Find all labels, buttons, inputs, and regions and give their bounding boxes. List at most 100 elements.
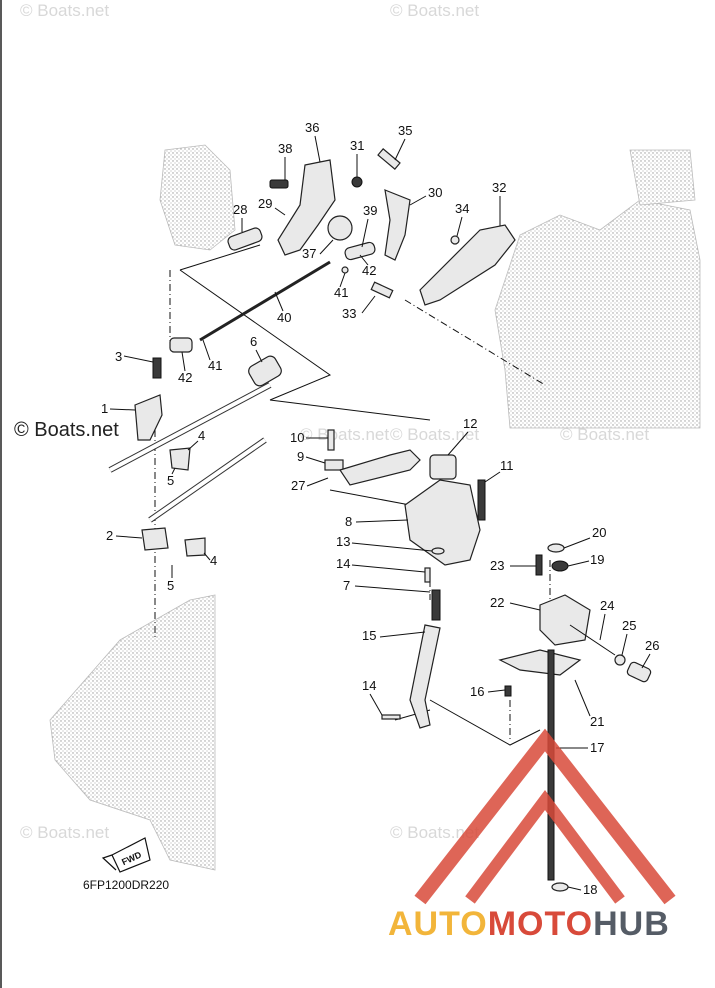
bushing-28 [227, 227, 263, 251]
oring-18 [551, 882, 569, 892]
cables [108, 260, 331, 523]
callout: 38 [278, 141, 292, 156]
parts [134, 148, 652, 892]
bracket-36 [277, 159, 336, 256]
bracket-9 [324, 459, 344, 471]
watermark: © Boats.net [560, 425, 649, 444]
callout: 30 [428, 185, 442, 200]
callout: 31 [350, 138, 364, 153]
shaft-17 [547, 649, 555, 881]
callout: 26 [645, 638, 659, 653]
harness-27 [339, 449, 421, 486]
cap-12 [429, 454, 457, 480]
callout: 21 [590, 714, 604, 729]
callout: 23 [490, 558, 504, 573]
spring-25 [614, 654, 626, 666]
pin-16 [504, 685, 512, 697]
washer-34 [450, 235, 460, 245]
callout: 20 [592, 525, 606, 540]
shift-rod-15 [409, 624, 441, 729]
nut-31 [351, 176, 363, 188]
washer-20 [547, 543, 565, 553]
bolt-38 [269, 179, 289, 189]
bolt-10 [327, 429, 335, 451]
washer-13 [431, 547, 445, 555]
callout: 19 [590, 552, 604, 567]
bushing-6 [248, 355, 282, 387]
callout: 41 [334, 285, 348, 300]
callout: 27 [291, 478, 305, 493]
callout: 29 [258, 196, 272, 211]
pin-14-upper [424, 567, 431, 583]
callout: 14 [336, 556, 350, 571]
callout: 8 [345, 514, 352, 529]
callout: 18 [583, 882, 597, 897]
bracket-1 [134, 394, 163, 441]
main-watermark: © Boats.net [14, 419, 119, 441]
lever-30 [384, 189, 411, 261]
engine-silhouette-right [494, 199, 701, 429]
callout: 15 [362, 628, 376, 643]
bolt-11 [477, 479, 486, 521]
rod-24 [569, 624, 616, 656]
callout: 24 [600, 598, 614, 613]
clamp-4-lower [184, 537, 206, 557]
plate-21 [498, 649, 582, 676]
callout: 14 [362, 678, 376, 693]
logo-hub: HUB [593, 905, 670, 943]
callout: 3 [115, 349, 122, 364]
watermark: © Boats.net [20, 1, 109, 20]
callout: 42 [362, 263, 376, 278]
callout: 39 [363, 203, 377, 218]
callout: 13 [336, 534, 350, 549]
watermark: © Boats.net [300, 425, 389, 444]
engine-upper-left [159, 144, 236, 251]
logo-text: AUTOMOTOHUB [388, 905, 670, 943]
bolt-23 [535, 554, 543, 576]
callout: 37 [302, 246, 316, 261]
pin-14-lower [381, 714, 401, 720]
callout: 1 [101, 401, 108, 416]
callout: 33 [342, 306, 356, 321]
clip-41-upper [341, 266, 349, 274]
callout: 36 [305, 120, 319, 135]
callout: 42 [178, 370, 192, 385]
fwd-indicator: FWD [101, 837, 151, 873]
callout: 22 [490, 595, 504, 610]
collar-19 [551, 560, 569, 572]
clamp-4-upper [169, 447, 191, 471]
callout: 12 [463, 416, 477, 431]
callout: 4 [210, 553, 217, 568]
housing-8 [404, 479, 481, 566]
bushing-42-lower [169, 337, 193, 353]
bracket-2 [141, 527, 169, 551]
automotohub-logo: AUTOMOTOHUB [388, 728, 676, 943]
shaft-7 [431, 589, 441, 621]
callout: 35 [398, 123, 412, 138]
roller-37 [327, 215, 353, 241]
watermark: © Boats.net [390, 1, 479, 20]
logo-auto: AUTO [388, 905, 488, 943]
callout: 2 [106, 528, 113, 543]
callout: 28 [233, 202, 247, 217]
knob-26 [626, 661, 652, 683]
callout: 16 [470, 684, 484, 699]
fwd-arrow-icon [111, 837, 151, 873]
callout: 40 [277, 310, 291, 325]
callout: 10 [290, 430, 304, 445]
callout: 11 [500, 458, 514, 473]
callout: 4 [198, 428, 205, 443]
watermark-group: © Boats.net © Boats.net © Boats.net © Bo… [14, 1, 649, 842]
callout: 5 [167, 473, 174, 488]
logo-triangle-icon [414, 728, 676, 905]
callout: 9 [297, 449, 304, 464]
callout: 32 [492, 180, 506, 195]
callout: 41 [208, 358, 222, 373]
diagram-code: 6FP1200DR220 [83, 878, 169, 892]
arm-32 [419, 224, 516, 306]
logo-moto: MOTO [488, 905, 593, 943]
watermark: © Boats.net [390, 823, 479, 842]
watermark: © Boats.net [390, 425, 479, 444]
bolt-3 [152, 357, 162, 379]
